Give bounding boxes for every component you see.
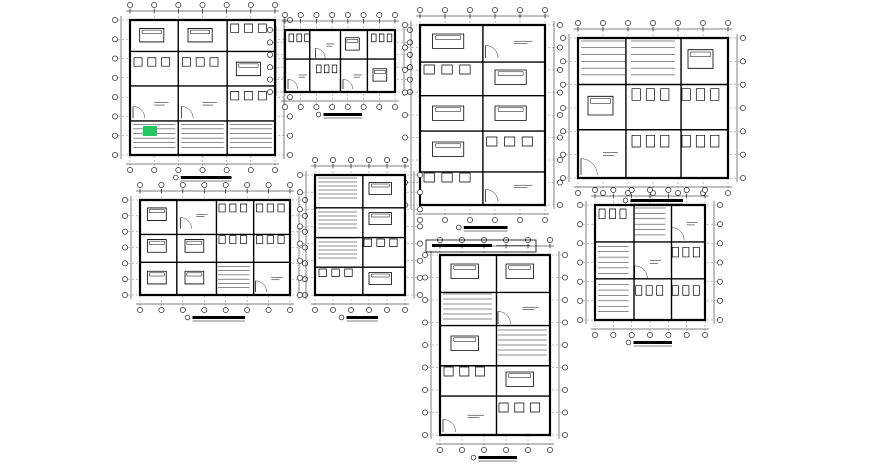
floor-plan-e — [122, 182, 308, 321]
floor-plan-c — [402, 7, 563, 231]
highlight-mark — [143, 126, 157, 136]
floor-plan-b — [267, 12, 413, 118]
floor-plan-a — [112, 2, 293, 181]
floor-plan-f — [297, 157, 423, 321]
floor-plan-g — [422, 237, 568, 461]
floor-plan-d — [560, 20, 746, 204]
sheet-legend — [425, 239, 537, 253]
floor-plan-h — [577, 187, 723, 346]
